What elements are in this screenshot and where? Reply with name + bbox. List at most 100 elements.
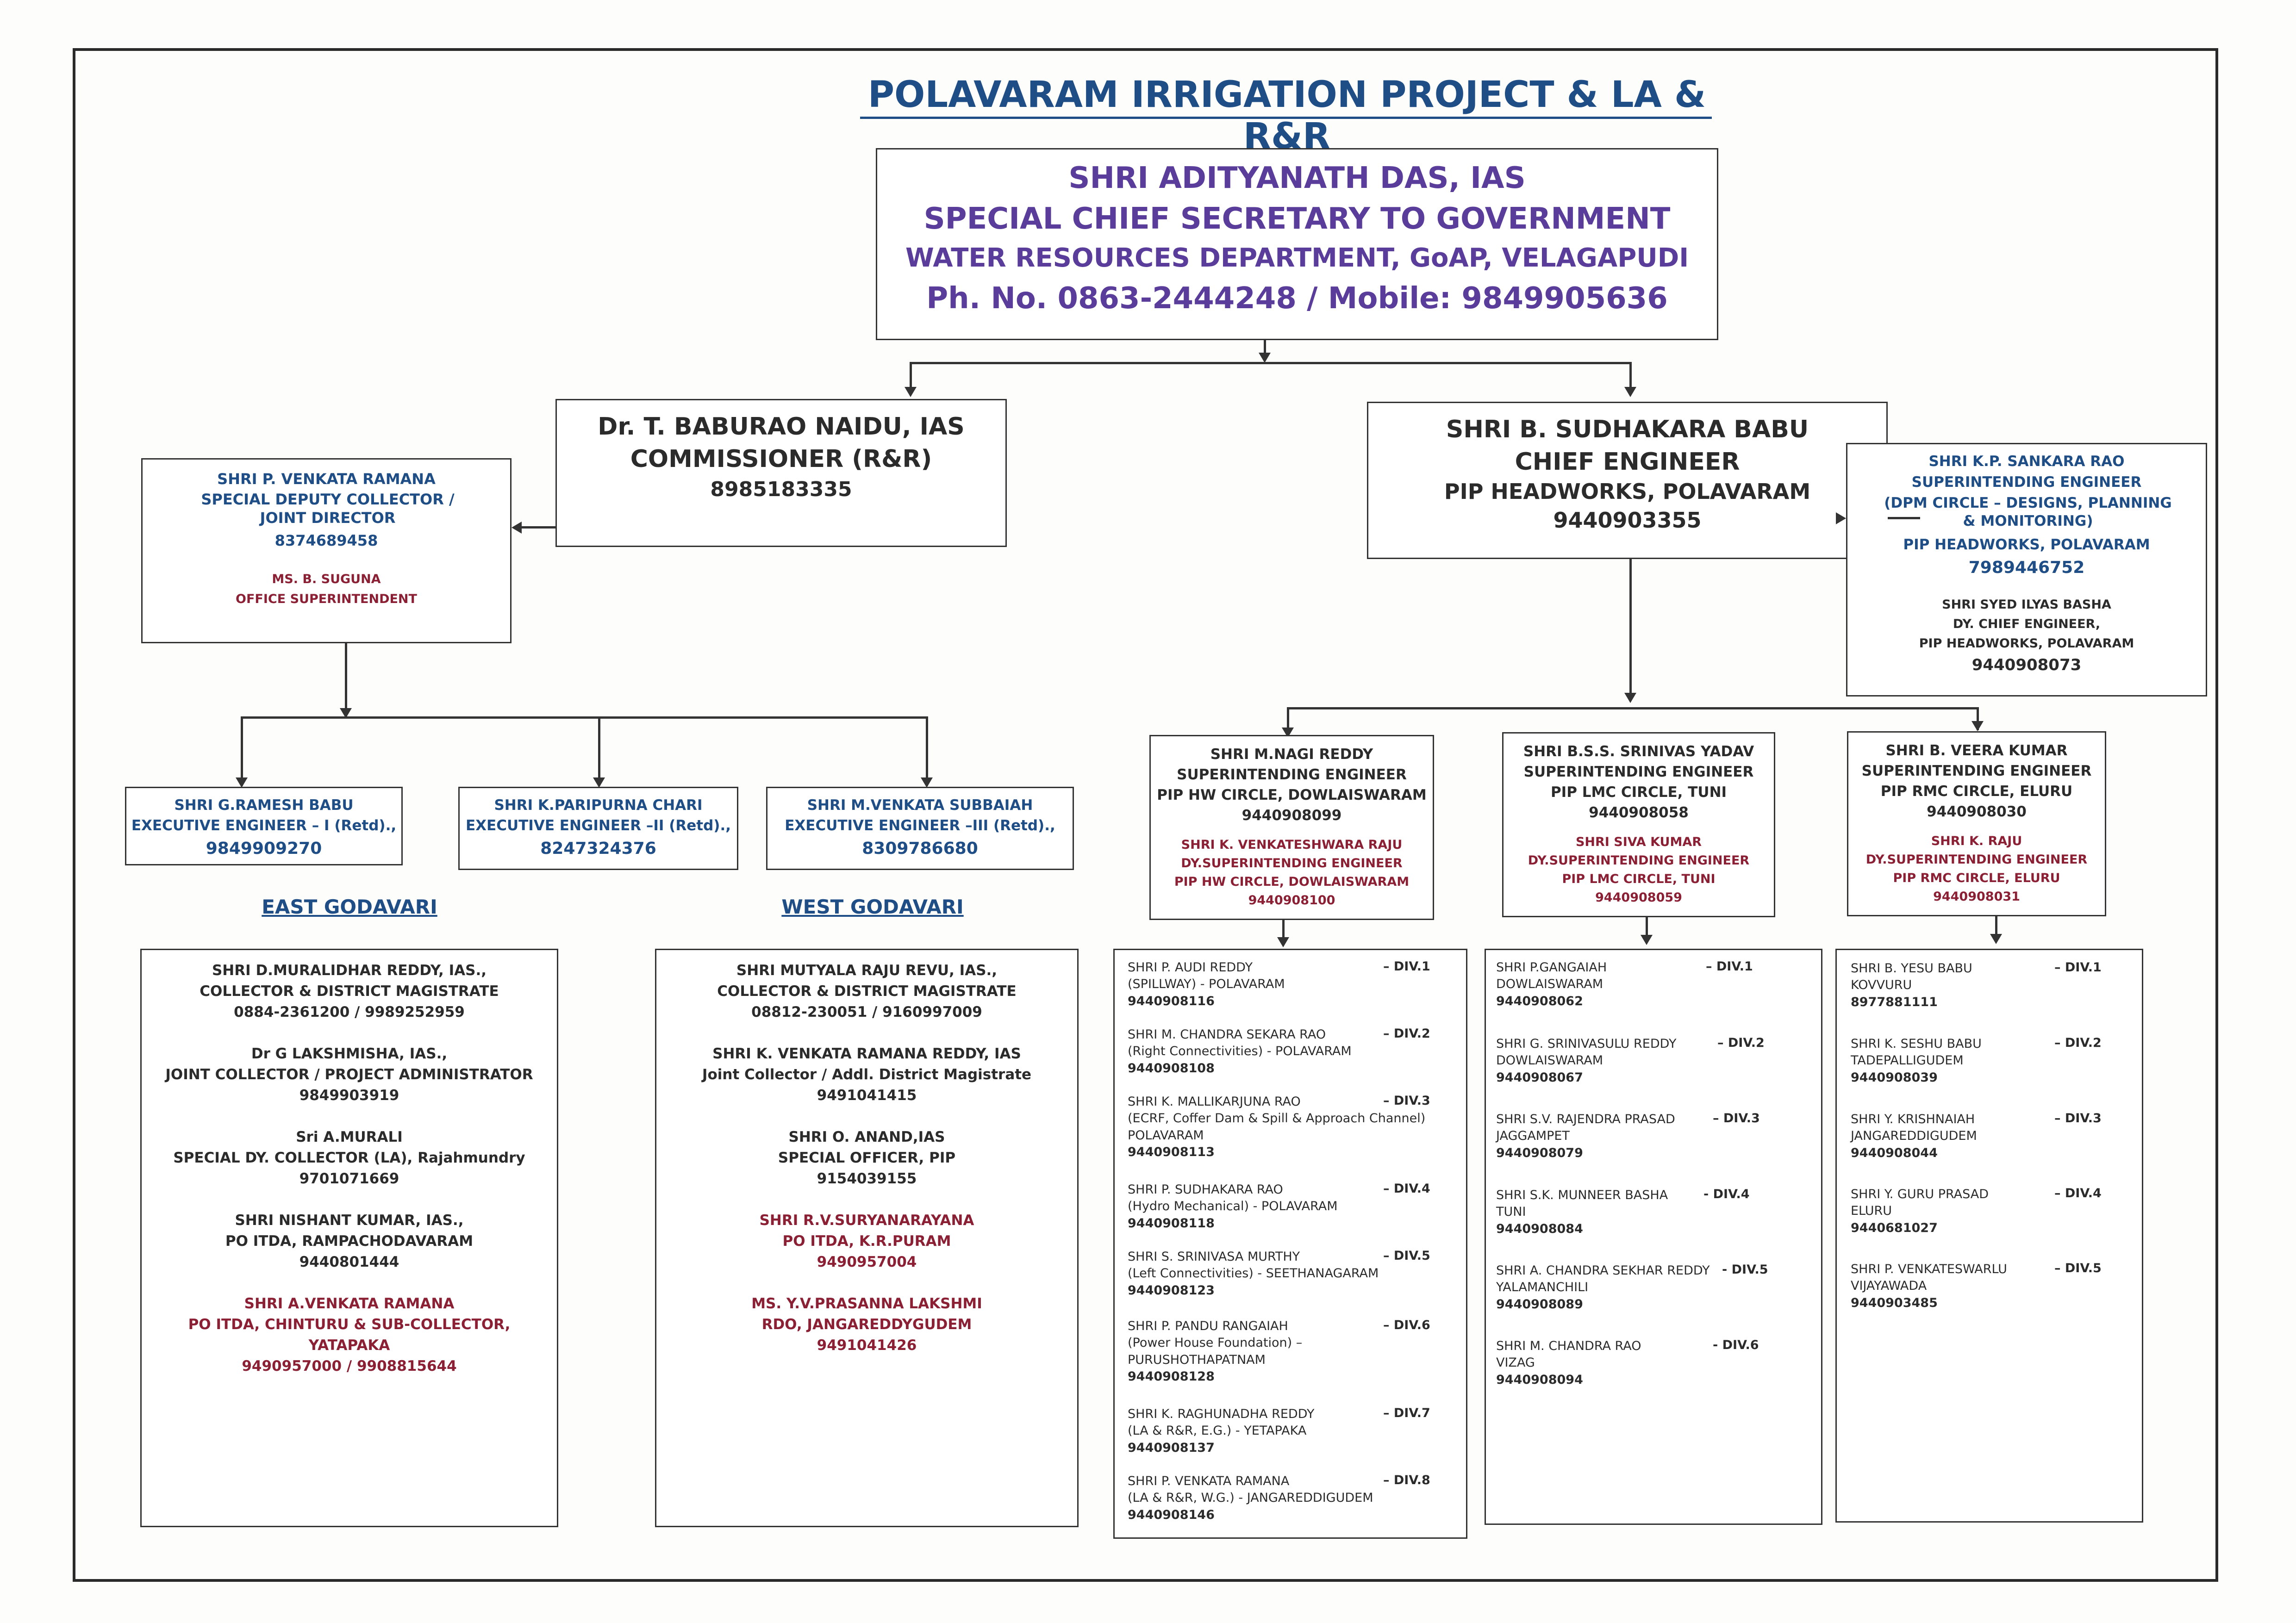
division-phone: 9440908116 [1128,994,1215,1008]
division-phone: 9440908067 [1496,1070,1583,1085]
arrow-down [905,387,917,397]
division-officer: SHRI P.GANGAIAH [1496,960,1607,975]
connector [1629,559,1632,699]
dse-phone: 9440908031 [1933,889,2020,904]
se-name: SHRI B.S.S. SRINIVAS YADAV [1523,743,1754,760]
division-entry: SHRI P.GANGAIAH DOWLAISWARAM 9440908062 [1496,959,1700,1010]
division-phone: 9440908062 [1496,994,1583,1008]
division-phone: 9440908108 [1128,1061,1215,1076]
connector [1629,362,1632,387]
rmc-circle-box: SHRI B. VEERA KUMAR SUPERINTENDING ENGIN… [1847,731,2106,916]
division-detail: (Left Connectivities) - SEETHANAGARAM [1128,1266,1379,1281]
chief-engineer-office: PIP HEADWORKS, POLAVARAM [1444,479,1811,504]
division-officer: SHRI Y. KRISHNAIAH [1851,1112,1975,1126]
division-entry: SHRI P. AUDI REDDY (SPILLWAY) - POLAVARA… [1128,959,1387,1010]
division-tag: – DIV.6 [1383,1318,1430,1332]
se-circle: PIP LMC CIRCLE, TUNI [1550,784,1727,801]
commissioner-phone: 8985183335 [710,478,852,501]
arrow-down [1990,934,2002,944]
division-entry: SHRI G. SRINIVASULU REDDY DOWLAISWARAM 9… [1496,1036,1714,1086]
officer-designation: JOINT COLLECTOR / PROJECT ADMINISTRATOR [165,1066,533,1083]
division-officer: SHRI B. YESU BABU [1851,961,1972,976]
division-phone: 9440681027 [1851,1220,1938,1235]
division-place: VIJAYAWADA [1851,1279,1927,1293]
officer-designation: PO ITDA, RAMPACHODAVARAM [225,1233,474,1250]
se-circle: PIP RMC CIRCLE, ELURU [1880,783,2073,800]
dse-phone: 9440908059 [1595,890,1682,905]
officer-phone: 9440801444 [299,1254,399,1270]
division-tag: – DIV.2 [1383,1026,1430,1041]
east-godavari-heading: EAST GODAVARI [262,895,437,918]
dse-phone: 9440908100 [1248,893,1335,908]
division-phone: 9440908146 [1128,1507,1215,1522]
officer-designation: SPECIAL OFFICER, PIP [778,1150,956,1166]
connector [910,362,1632,364]
division-tag: – DIV.1 [1706,959,1753,974]
division-officer: SHRI P. AUDI REDDY [1128,960,1253,975]
dse-name: SHRI K. RAJU [1931,834,2022,848]
west-godavari-officers-box: SHRI MUTYALA RAJU REVU, IAS., COLLECTOR … [655,949,1079,1527]
division-entry: SHRI S.K. MUNNEER BASHA TUNI 9440908084 [1496,1187,1709,1237]
connector [926,716,928,786]
se-dpm-office: PIP HEADWORKS, POLAVARAM [1903,536,2150,553]
division-officer: SHRI K. MALLIKARJUNA RAO [1128,1094,1301,1109]
top-official-department: WATER RESOURCES DEPARTMENT, GoAP, VELAGA… [905,243,1689,273]
dse-designation: DY.SUPERINTENDING ENGINEER [1181,856,1403,871]
se-phone: 9440908030 [1927,803,2027,820]
officer-designation: COLLECTOR & DISTRICT MAGISTRATE [717,983,1017,1000]
dse-circle: PIP HW CIRCLE, DOWLAISWARAM [1174,875,1410,889]
division-place: KOVVURU [1851,978,1912,993]
chief-engineer-box: SHRI B. SUDHAKARA BABU CHIEF ENGINEER PI… [1367,402,1888,559]
division-entry: SHRI B. YESU BABU KOVVURU 8977881111 [1851,960,2036,1011]
officer-name: SHRI O. ANAND,IAS [788,1129,945,1145]
division-officer: SHRI M. CHANDRA SEKARA RAO [1128,1027,1326,1042]
division-phone: 9440908137 [1128,1440,1215,1455]
division-phone: 9440908123 [1128,1283,1215,1298]
officer-name: Dr G LAKSHMISHA, IAS., [251,1045,448,1062]
chief-engineer-designation: CHIEF ENGINEER [1515,448,1740,476]
division-officer: SHRI P. SUDHAKARA RAO [1128,1182,1283,1197]
connector [241,716,243,786]
officer-phone: 08812-230051 / 9160997009 [751,1004,982,1020]
division-tag: – DIV.4 [2054,1186,2102,1200]
officer-phone: 9491041415 [817,1087,917,1104]
division-officer: SHRI G. SRINIVASULU REDDY [1496,1037,1677,1051]
division-entry: SHRI A. CHANDRA SEKHAR REDDY YALAMANCHIL… [1496,1262,1728,1313]
page-title: POLAVARAM IRRIGATION PROJECT & LA & R&R [867,74,1706,157]
ee-name: SHRI M.VENKATA SUBBAIAH [807,797,1033,814]
division-detail: (LA & R&R, E.G.) - YETAPAKA [1128,1424,1307,1438]
officer-designation: PO ITDA, CHINTURU & SUB-COLLECTOR, [188,1316,511,1333]
se-designation: SUPERINTENDING ENGINEER [1523,764,1754,780]
division-entry: SHRI K. SESHU BABU TADEPALLIGUDEM 944090… [1851,1036,2036,1086]
dy-chief-engineer-office: PIP HEADWORKS, POLAVARAM [1919,636,2134,651]
connector [910,362,912,387]
commissioner-box: Dr. T. BABURAO NAIDU, IAS COMMISSIONER (… [555,399,1007,547]
division-officer: SHRI P. PANDU RANGAIAH [1128,1319,1288,1333]
division-place: TUNI [1496,1205,1526,1219]
ee-phone: 8247324376 [540,839,656,858]
arrow-down [1277,937,1289,947]
division-place: VIZAG [1496,1356,1535,1370]
arrow-down [236,777,248,788]
dy-chief-engineer-name: SHRI SYED ILYAS BASHA [1942,597,2111,612]
officer-phone: 9849903919 [299,1087,399,1104]
rmc-divisions-box: SHRI B. YESU BABU KOVVURU 8977881111 – D… [1835,949,2143,1523]
division-phone: 9440908118 [1128,1216,1215,1231]
lmc-divisions-box: SHRI P.GANGAIAH DOWLAISWARAM 9440908062 … [1485,949,1822,1525]
arrow-down [340,708,352,718]
officer-location: YATAPAKA [308,1337,390,1354]
officer-phone: 9491041426 [817,1337,917,1354]
deputy-collector-box: SHRI P. VENKATA RAMANA SPECIAL DEPUTY CO… [141,458,512,643]
division-place: DOWLAISWARAM [1496,977,1603,992]
division-entry: SHRI M. CHANDRA SEKARA RAO (Right Connec… [1128,1026,1387,1077]
division-place: YALAMANCHILI [1496,1280,1589,1295]
connector [1287,707,1979,709]
east-godavari-officers-box: SHRI D.MURALIDHAR REDDY, IAS., COLLECTOR… [140,949,558,1527]
top-official-name: SHRI ADITYANATH DAS, IAS [1068,161,1526,195]
dse-circle: PIP RMC CIRCLE, ELURU [1893,871,2060,885]
se-dpm-circle: (DPM CIRCLE – DESIGNS, PLANNING & MONITO… [1884,495,2172,529]
deputy-collector-name: SHRI P. VENKATA RAMANA [217,470,436,488]
officer-name: SHRI R.V.SURYANARAYANA [759,1212,974,1229]
hw-divisions-box: SHRI P. AUDI REDDY (SPILLWAY) - POLAVARA… [1113,949,1467,1539]
division-phone: 9440908089 [1496,1297,1583,1312]
